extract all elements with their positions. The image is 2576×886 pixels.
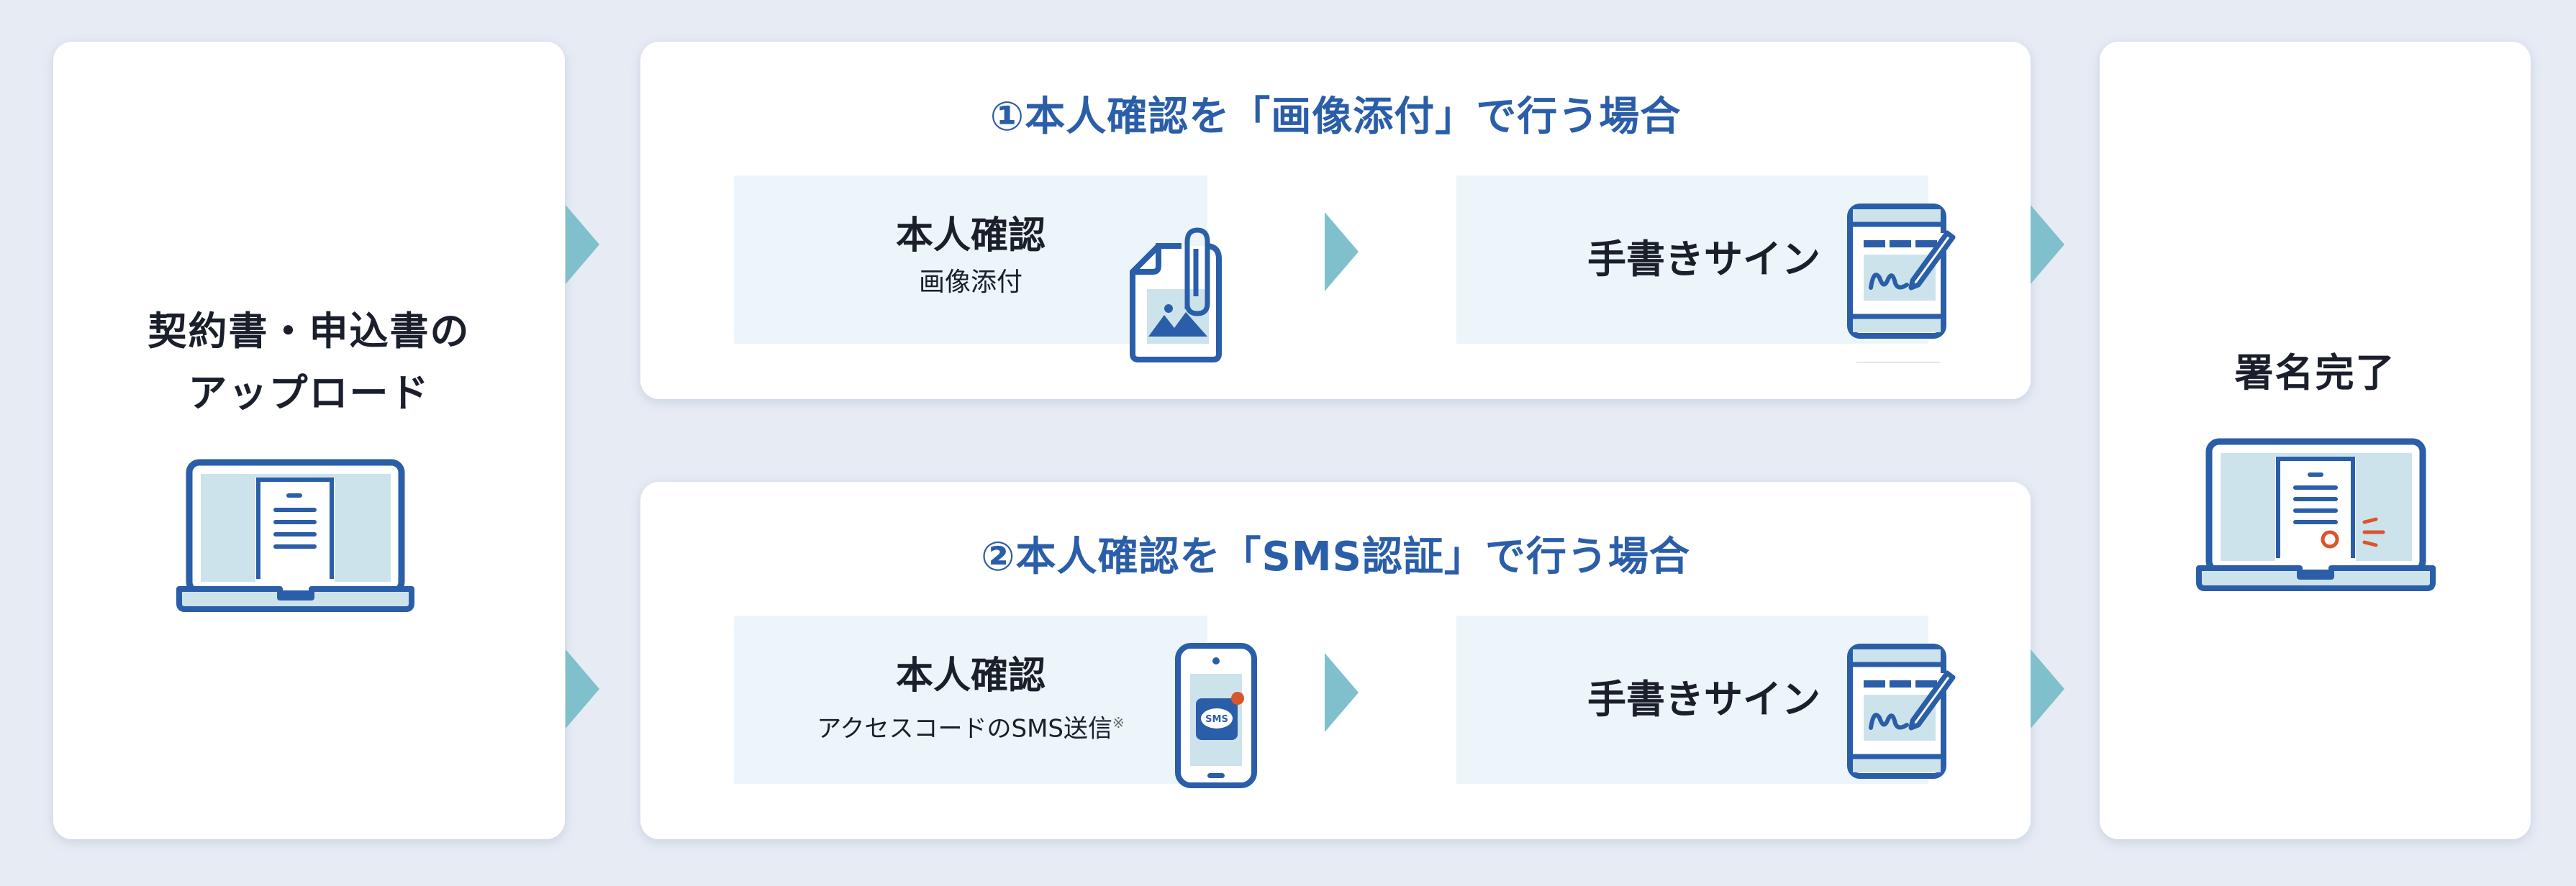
- step-main-label: 手書きサイン: [1587, 237, 1820, 282]
- flow-2-title: ②本人確認を「SMS認証」で行う場合: [981, 534, 1690, 580]
- arrow-flow-2-to-complete: [2031, 649, 2064, 729]
- laptop-signed-document-icon: [2196, 438, 2436, 591]
- step-main-label: 手書きサイン: [1587, 677, 1820, 722]
- step-sub-label: アクセスコードのSMS送信※: [817, 714, 1125, 744]
- upload-title-line2: アップロード: [188, 370, 430, 416]
- arrow-to-flow-1: [566, 205, 599, 284]
- arrow-flow-1-to-complete: [2031, 205, 2064, 284]
- image-attachment-icon: [1130, 227, 1222, 362]
- complete-title: 署名完了: [2234, 350, 2396, 396]
- upload-title: 契約書・申込書の アップロード: [53, 301, 565, 424]
- upload-title-line1: 契約書・申込書の: [148, 309, 471, 354]
- flow-1-title: ①本人確認を「画像添付」で行う場合: [989, 93, 1682, 140]
- arrow-to-flow-2: [566, 649, 599, 729]
- tablet-signature-icon: [1847, 644, 1956, 779]
- flow-panel-sms-auth: ②本人確認を「SMS認証」で行う場合 本人確認 アクセスコードのSMS送信※ S…: [640, 482, 2031, 839]
- step-main-label: 本人確認: [895, 654, 1046, 698]
- smartphone-sms-icon: SMS: [1175, 643, 1257, 788]
- step-main-label: 本人確認: [895, 214, 1046, 257]
- step-sub-label: 画像添付: [918, 268, 1022, 297]
- footnote-mark: ※: [1112, 714, 1125, 731]
- svg-text:SMS: SMS: [1205, 714, 1228, 725]
- tablet-signature-icon: [1847, 204, 1956, 339]
- upload-card: 契約書・申込書の アップロード: [53, 42, 565, 839]
- arrow-auth-to-sign-1: [1325, 212, 1359, 291]
- step-identity-check-sms: 本人確認 アクセスコードのSMS送信※: [734, 616, 1207, 784]
- divider-line: [1856, 362, 1940, 363]
- flow-panel-image-attachment: ①本人確認を「画像添付」で行う場合 本人確認 画像添付 手書きサイン: [640, 42, 2031, 399]
- laptop-document-icon: [176, 459, 414, 612]
- arrow-auth-to-sign-2: [1325, 653, 1359, 732]
- step-identity-check-image: 本人確認 画像添付: [734, 175, 1207, 344]
- signature-complete-card: 署名完了: [2100, 42, 2531, 839]
